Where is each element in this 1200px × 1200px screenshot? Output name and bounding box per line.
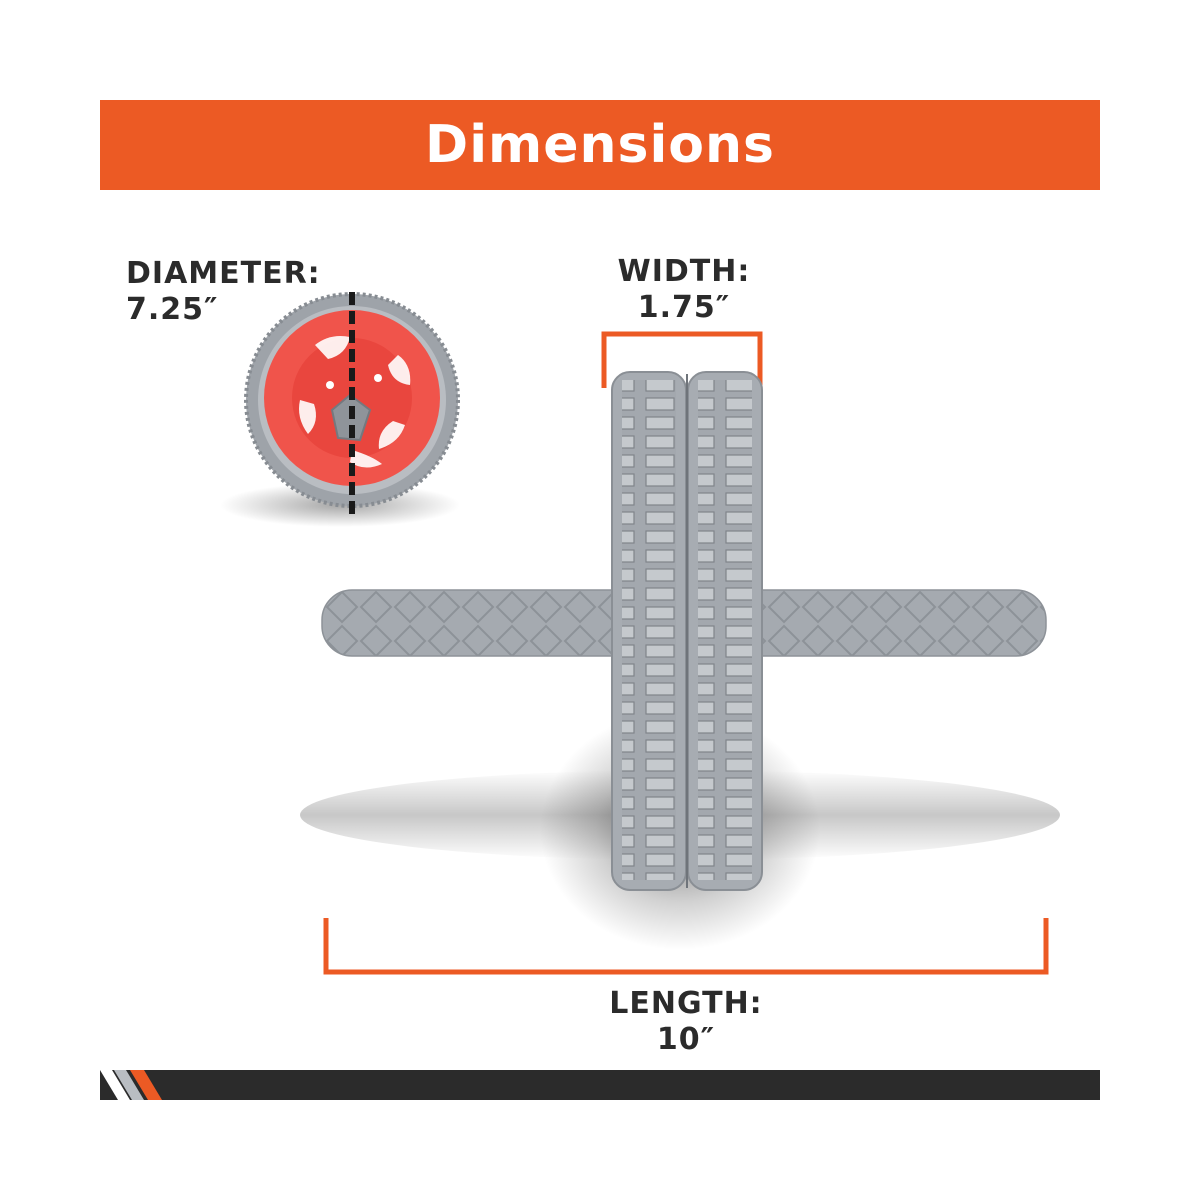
- length-label: LENGTH: 10″: [586, 986, 786, 1058]
- length-value: 10″: [656, 1022, 716, 1057]
- width-value: 1.75″: [637, 290, 731, 325]
- diameter-label: DIAMETER: 7.25″: [126, 256, 321, 328]
- width-label: WIDTH: 1.75″: [584, 254, 784, 326]
- length-bracket: [323, 918, 1049, 975]
- diameter-value: 7.25″: [126, 292, 219, 327]
- stripe-decoration-icon: [100, 1070, 1100, 1100]
- title-banner: Dimensions: [100, 100, 1100, 190]
- length-label-text: LENGTH:: [609, 986, 763, 1021]
- diameter-label-text: DIAMETER:: [126, 256, 321, 291]
- wheel-side-view-image: [220, 292, 460, 527]
- footer-bar: [100, 1070, 1100, 1100]
- width-bracket: [601, 331, 763, 388]
- width-label-text: WIDTH:: [617, 254, 751, 289]
- page-title: Dimensions: [425, 115, 775, 175]
- ab-roller-wheel-image: [321, 371, 1047, 891]
